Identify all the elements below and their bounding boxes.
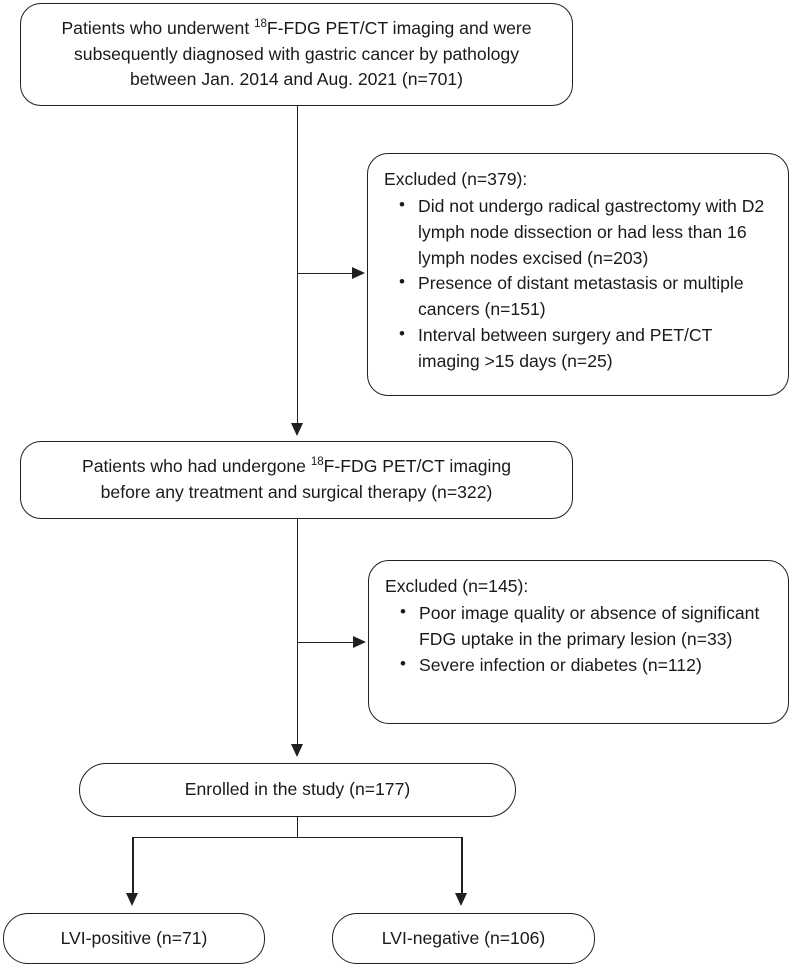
excluded-second-list: Poor image quality or absence of signifi…	[385, 600, 774, 679]
node-enrolled-study: Enrolled in the study (n=177)	[79, 763, 516, 817]
connector-to-excluded-2	[296, 641, 354, 644]
list-item: Poor image quality or absence of signifi…	[398, 600, 774, 653]
node-eligible-text: Patients who had undergone 18F-FDG PET/C…	[82, 454, 511, 506]
node-lvi-positive-text: LVI-positive (n=71)	[60, 927, 208, 948]
arrowhead-to-lvi-positive	[126, 893, 139, 906]
arrowhead-to-excluded-2	[353, 635, 366, 648]
node-excluded-second: Excluded (n=145): Poor image quality or …	[368, 560, 789, 724]
eligible-line-1-suffix: F-FDG PET/CT imaging	[323, 456, 512, 477]
arrowhead-to-excluded-1	[352, 266, 365, 279]
connector-enrolled-split	[132, 836, 462, 839]
list-item: Severe infection or diabetes (n=112)	[398, 652, 774, 679]
screened-line-1-prefix: Patients who underwent	[61, 17, 255, 38]
list-item: Did not undergo radical gastrectomy with…	[397, 193, 774, 272]
connector-eligible-to-enrolled	[296, 519, 299, 744]
node-enrolled-text: Enrolled in the study (n=177)	[184, 779, 411, 800]
eligible-line-1: Patients who had undergone 18F-FDG PET/C…	[82, 456, 511, 476]
isotope-superscript: 18	[310, 456, 324, 469]
arrowhead-to-lvi-negative	[455, 893, 468, 906]
connector-enrolled-stem	[296, 817, 299, 838]
connector-to-lvi-positive	[132, 836, 134, 894]
node-lvi-negative: LVI-negative (n=106)	[332, 913, 595, 964]
excluded-first-list: Did not undergo radical gastrectomy with…	[384, 193, 774, 375]
screened-line-1-suffix: F-FDG PET/CT imaging and were	[266, 17, 532, 38]
connector-to-excluded-1	[296, 272, 353, 275]
eligible-line-1-prefix: Patients who had undergone	[81, 456, 311, 477]
excluded-second-title: Excluded (n=145):	[385, 576, 529, 596]
list-item: Presence of distant metastasis or multip…	[397, 270, 774, 323]
node-excluded-first: Excluded (n=379): Did not undergo radica…	[367, 153, 789, 396]
screened-line-1: Patients who underwent 18F-FDG PET/CT im…	[61, 18, 531, 38]
node-eligible-population: Patients who had undergone 18F-FDG PET/C…	[20, 441, 573, 519]
excluded-first-title: Excluded (n=379):	[384, 169, 528, 189]
screened-line-2: subsequently diagnosed with gastric canc…	[73, 43, 519, 64]
arrowhead-screened-to-eligible	[290, 423, 303, 436]
node-screened-text: Patients who underwent 18F-FDG PET/CT im…	[61, 16, 531, 94]
node-screened-population: Patients who underwent 18F-FDG PET/CT im…	[20, 3, 573, 106]
connector-screened-to-eligible	[296, 106, 299, 423]
connector-to-lvi-negative	[461, 836, 463, 894]
arrowhead-eligible-to-enrolled	[290, 744, 303, 757]
node-lvi-negative-text: LVI-negative (n=106)	[381, 927, 546, 948]
isotope-superscript: 18	[254, 17, 267, 30]
node-lvi-positive: LVI-positive (n=71)	[3, 913, 265, 964]
screened-line-3: between Jan. 2014 and Aug. 2021 (n=701)	[129, 69, 464, 90]
list-item: Interval between surgery and PET/CT imag…	[397, 322, 774, 375]
eligible-line-2: before any treatment and surgical therap…	[100, 482, 493, 502]
